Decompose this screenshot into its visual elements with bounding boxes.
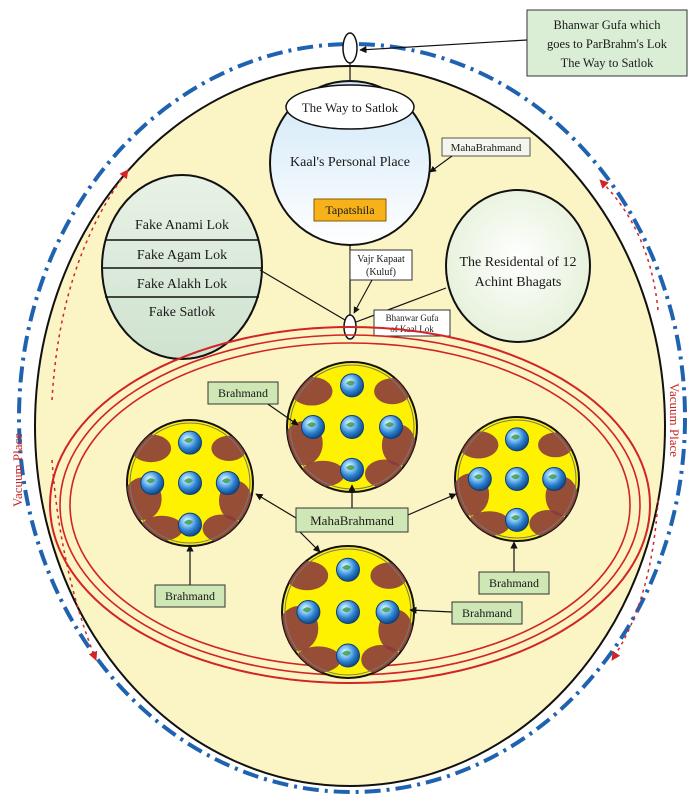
outer-note-line1: Bhanwar Gufa which [554, 18, 662, 32]
globe-icon [178, 512, 202, 537]
way-to-satlok-oval [285, 84, 415, 130]
kaal-mahabrahmand-label: MahaBrahmand [451, 142, 522, 154]
globe-land-mark [307, 422, 316, 428]
left-vacuum-arrow-up [51, 169, 129, 401]
brahmand-label-right: Brahmand [489, 576, 539, 590]
left-vacuum-label: Vacuum Place [10, 433, 25, 507]
center-mahabrahmand-box [295, 507, 409, 533]
fake-lok-label-alakh: Fake Alakh Lok [137, 277, 227, 292]
brahmand-label-box-left [154, 584, 226, 608]
brahmand-label-bottom: Brahmand [462, 606, 512, 620]
globe-land-mark [548, 474, 558, 480]
brahmand-label-box-right [478, 571, 550, 595]
tapatshila-box [313, 198, 387, 222]
center-to-right-arrow [407, 493, 457, 516]
brahmand-group [126, 361, 580, 679]
center-to-bottom-arrow [299, 531, 321, 553]
red-ring-outer [49, 326, 651, 684]
globe-land-mark [184, 437, 193, 443]
globe-land-mark [342, 564, 351, 570]
way-to-satlok-label: The Way to Satlok [302, 100, 399, 115]
globe-icon [505, 507, 529, 532]
globe-icon [215, 471, 240, 495]
globe-icon [340, 415, 364, 439]
globe-icon [467, 467, 492, 491]
globe-land-mark [511, 434, 520, 440]
globe-icon [340, 457, 364, 482]
globe-land-mark [342, 607, 351, 613]
fake-lok-label-satlok: Fake Satlok [149, 305, 216, 320]
globe-icon [505, 467, 529, 491]
right-vacuum-arrow-down [611, 499, 659, 661]
center-mahabrahmand-label: MahaBrahmand [310, 513, 394, 528]
brahmand-label-box-top [207, 381, 279, 405]
globe-land-mark [184, 478, 193, 484]
outer-note-line3: The Way to Satlok [561, 56, 655, 70]
globe-icon [379, 415, 403, 439]
vajr-kapaat-line2: (Kuluf) [366, 267, 396, 278]
globe-land-mark [342, 650, 351, 656]
residence-line1: The Residental of 12 [459, 255, 576, 270]
fake-lok-label-agam: Fake Agam Lok [137, 248, 227, 263]
kaal-place-title: Kaal's Personal Place [290, 155, 410, 170]
globe-land-mark [184, 519, 193, 525]
lok-to-gufa-link [259, 269, 346, 321]
vajr-kapaat-box [349, 249, 413, 281]
globe-icon [505, 427, 529, 452]
globe-icon [140, 471, 165, 495]
globe-icon [336, 600, 360, 624]
outer-note-arrow [359, 39, 528, 54]
globe-land-mark [385, 422, 394, 428]
residence-line2: Achint Bhagats [475, 275, 562, 290]
fake-lok-label-anami: Fake Anami Lok [135, 218, 229, 233]
globe-icon [340, 373, 364, 398]
tapatshila-label: Tapatshila [325, 203, 375, 217]
bhanwar-gufa-kaal-line2: of Kaal Lok [390, 324, 434, 334]
center-to-left-arrow [255, 493, 297, 519]
globe-icon [375, 600, 400, 624]
globe-icon [336, 557, 360, 582]
globe-land-mark [511, 474, 520, 480]
brahmand-inner-ring [457, 419, 577, 539]
achint-bhagat-residence [445, 189, 591, 343]
right-vacuum-label: Vacuum Place [667, 383, 682, 457]
kaal-mahabrahmand-tag [441, 137, 531, 157]
label-to-bottom-brahmand-arrow [409, 606, 453, 614]
outer-note-line2: goes to ParBrahm's Lok [547, 37, 668, 51]
brahmand-inner-ring [129, 422, 251, 544]
globe-land-mark [381, 607, 391, 613]
globe-land-mark [221, 478, 231, 484]
top-gufa-oval [342, 32, 358, 64]
bhanwar-gufa-kaal-box [373, 309, 451, 337]
globe-land-mark [146, 478, 156, 484]
globe-icon [178, 471, 202, 495]
globe-icon [296, 600, 321, 624]
brahmand-label-left: Brahmand [165, 589, 215, 603]
globe-icon [336, 643, 360, 668]
fake-lok-stack [101, 174, 263, 360]
kaal-mahabrahmand-arrow [429, 155, 453, 173]
brahmand-label-box-bottom [451, 601, 523, 625]
globe-land-mark [346, 422, 355, 428]
bhanwar-gufa-kaal-line1: Bhanwar Gufa [386, 313, 439, 323]
globe-land-mark [346, 465, 355, 471]
globe-icon [178, 430, 202, 455]
globe-icon [301, 415, 325, 439]
brahmand-label-top: Brahmand [218, 386, 268, 400]
vajr-kapaat-arrow [353, 279, 373, 314]
globe-land-mark [346, 380, 355, 386]
outer-note-box [526, 9, 688, 77]
globe-icon [542, 467, 567, 491]
vajr-kapaat-line1: Vajr Kapaat [357, 254, 405, 265]
globe-land-mark [511, 515, 520, 521]
residence-to-gufa-link [355, 287, 447, 323]
globe-land-mark [473, 474, 483, 480]
globe-land-mark [302, 607, 312, 613]
